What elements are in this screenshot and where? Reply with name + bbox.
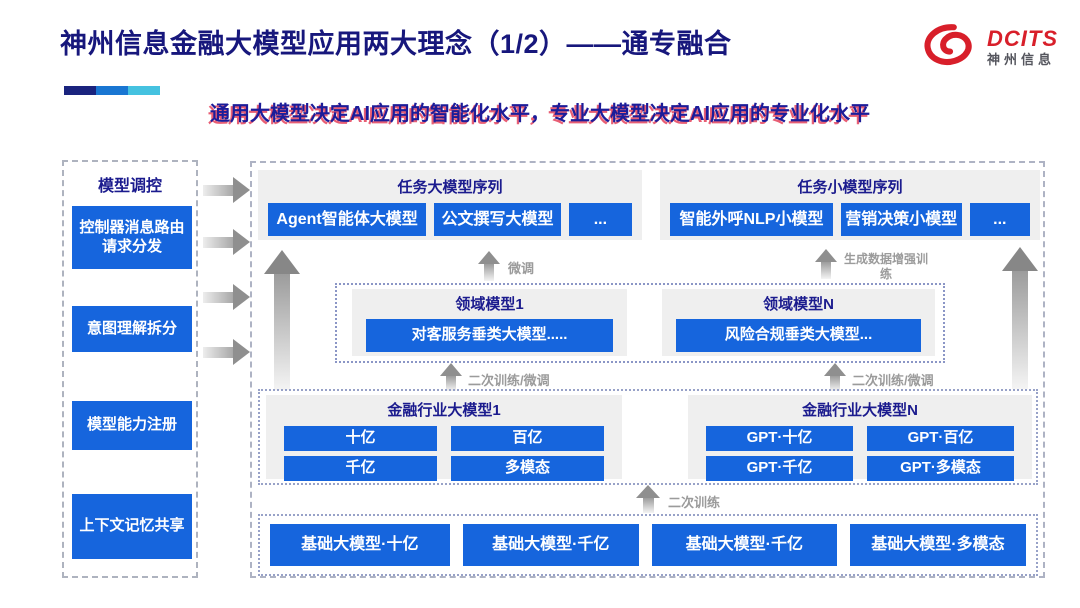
foundation-model-frame: 基础大模型·十亿 基础大模型·千亿 基础大模型·千亿 基础大模型·多模态 bbox=[258, 514, 1038, 576]
task-small-title: 任务小模型序列 bbox=[797, 179, 903, 196]
fine-tune-label: 微调 bbox=[508, 261, 535, 276]
box-task-small-more: ... bbox=[969, 203, 1030, 236]
sidebar-item-controller-routing: 控制器消息路由请求分发 bbox=[72, 206, 192, 269]
industry-model-n-title: 金融行业大模型N bbox=[802, 402, 918, 419]
sidebar-title: 模型调控 bbox=[97, 178, 162, 195]
retrain-ft-left-label: 二次训练/微调 bbox=[468, 373, 550, 388]
box-foundation-multimodal: 基础大模型·多模态 bbox=[849, 524, 1026, 566]
domain-model-1-title: 领域模型1 bbox=[455, 296, 524, 313]
gen-data-label: 生成数据增强训练 bbox=[843, 252, 928, 281]
domain-model-frame bbox=[335, 283, 945, 363]
retrain-arrow bbox=[636, 485, 660, 513]
box-marketing-decision-model: 营销决策小模型 bbox=[840, 203, 962, 236]
task-small-model-panel: 任务小模型序列 智能外呼NLP小模型 营销决策小模型 ... bbox=[660, 170, 1040, 240]
box-multimodal: 多模态 bbox=[451, 456, 604, 481]
box-gpt-multimodal: GPT·多模态 bbox=[867, 456, 1014, 481]
box-task-large-more: ... bbox=[568, 203, 632, 236]
industry-model-frame bbox=[258, 389, 1038, 485]
dispatch-arrow-3 bbox=[203, 284, 250, 310]
box-agent-large-model: Agent智能体大模型 bbox=[268, 203, 427, 236]
box-outbound-nlp-model: 智能外呼NLP小模型 bbox=[670, 203, 833, 236]
accent-segment-navy bbox=[64, 86, 96, 95]
logo-brand-text: DCITS bbox=[987, 26, 1058, 52]
dispatch-arrow-1 bbox=[203, 177, 250, 203]
box-thousand-billion: 千亿 bbox=[284, 456, 437, 481]
retrain-ft-left-arrow bbox=[440, 363, 462, 391]
box-foundation-ten-billion: 基础大模型·十亿 bbox=[270, 524, 450, 566]
domain-model-n-title: 领域模型N bbox=[763, 296, 834, 313]
domain-model-1-panel: 领域模型1 对客服务垂类大模型..... bbox=[352, 289, 627, 356]
box-document-writing-model: 公文撰写大模型 bbox=[434, 203, 561, 236]
box-gpt-hundred-billion: GPT·百亿 bbox=[867, 426, 1014, 451]
accent-segment-blue bbox=[96, 86, 128, 95]
big-arrow-left bbox=[264, 250, 300, 390]
box-hundred-billion: 百亿 bbox=[451, 426, 604, 451]
task-large-title: 任务大模型序列 bbox=[397, 179, 503, 196]
domain-model-n-panel: 领域模型N 风险合规垂类大模型... bbox=[662, 289, 935, 356]
dispatch-arrow-4 bbox=[203, 339, 250, 365]
logo-brand-cn: 神州信息 bbox=[987, 52, 1056, 68]
box-customer-service-model: 对客服务垂类大模型..... bbox=[366, 319, 613, 352]
sidebar-item-context-memory: 上下文记忆共享 bbox=[72, 494, 192, 559]
main-diagram-frame bbox=[250, 161, 1045, 578]
sidebar-item-capability-register: 模型能力注册 bbox=[72, 401, 192, 450]
sidebar-item-intent-split: 意图理解拆分 bbox=[72, 306, 192, 352]
dcits-swirl-icon bbox=[923, 22, 979, 73]
big-arrow-right bbox=[1002, 247, 1038, 389]
dcits-logo: DCITS 神州信息 bbox=[923, 22, 1058, 73]
box-foundation-thousand-billion-2: 基础大模型·千亿 bbox=[651, 524, 837, 566]
industry-model-n-panel: 金融行业大模型N GPT·十亿 GPT·百亿 GPT·千亿 GPT·多模态 bbox=[688, 395, 1032, 481]
industry-model-1-title: 金融行业大模型1 bbox=[387, 402, 501, 419]
sidebar-panel: 模型调控 控制器消息路由请求分发 意图理解拆分 模型能力注册 上下文记忆共享 bbox=[62, 160, 198, 578]
retrain-ft-right-label: 二次训练/微调 bbox=[852, 373, 934, 388]
page-title: 神州信息金融大模型应用两大理念（1/2）——通专融合 bbox=[60, 29, 732, 59]
title-accent-bar bbox=[64, 86, 160, 95]
box-gpt-ten-billion: GPT·十亿 bbox=[706, 426, 853, 451]
gen-data-arrow bbox=[815, 249, 837, 279]
retrain-label: 二次训练 bbox=[668, 495, 721, 510]
accent-segment-cyan bbox=[128, 86, 160, 95]
fine-tune-arrow bbox=[478, 251, 500, 281]
slide-subtitle: 通用大模型决定AI应用的智能化水平，专业大模型决定AI应用的专业化水平 bbox=[210, 103, 870, 125]
box-ten-billion: 十亿 bbox=[284, 426, 437, 451]
task-large-model-panel: 任务大模型序列 Agent智能体大模型 公文撰写大模型 ... bbox=[258, 170, 642, 240]
box-risk-compliance-model: 风险合规垂类大模型... bbox=[676, 319, 921, 352]
retrain-ft-right-arrow bbox=[824, 363, 846, 391]
box-foundation-thousand-billion-1: 基础大模型·千亿 bbox=[462, 524, 639, 566]
industry-model-1-panel: 金融行业大模型1 十亿 百亿 千亿 多模态 bbox=[266, 395, 622, 481]
box-gpt-thousand-billion: GPT·千亿 bbox=[706, 456, 853, 481]
dispatch-arrow-2 bbox=[203, 229, 250, 255]
